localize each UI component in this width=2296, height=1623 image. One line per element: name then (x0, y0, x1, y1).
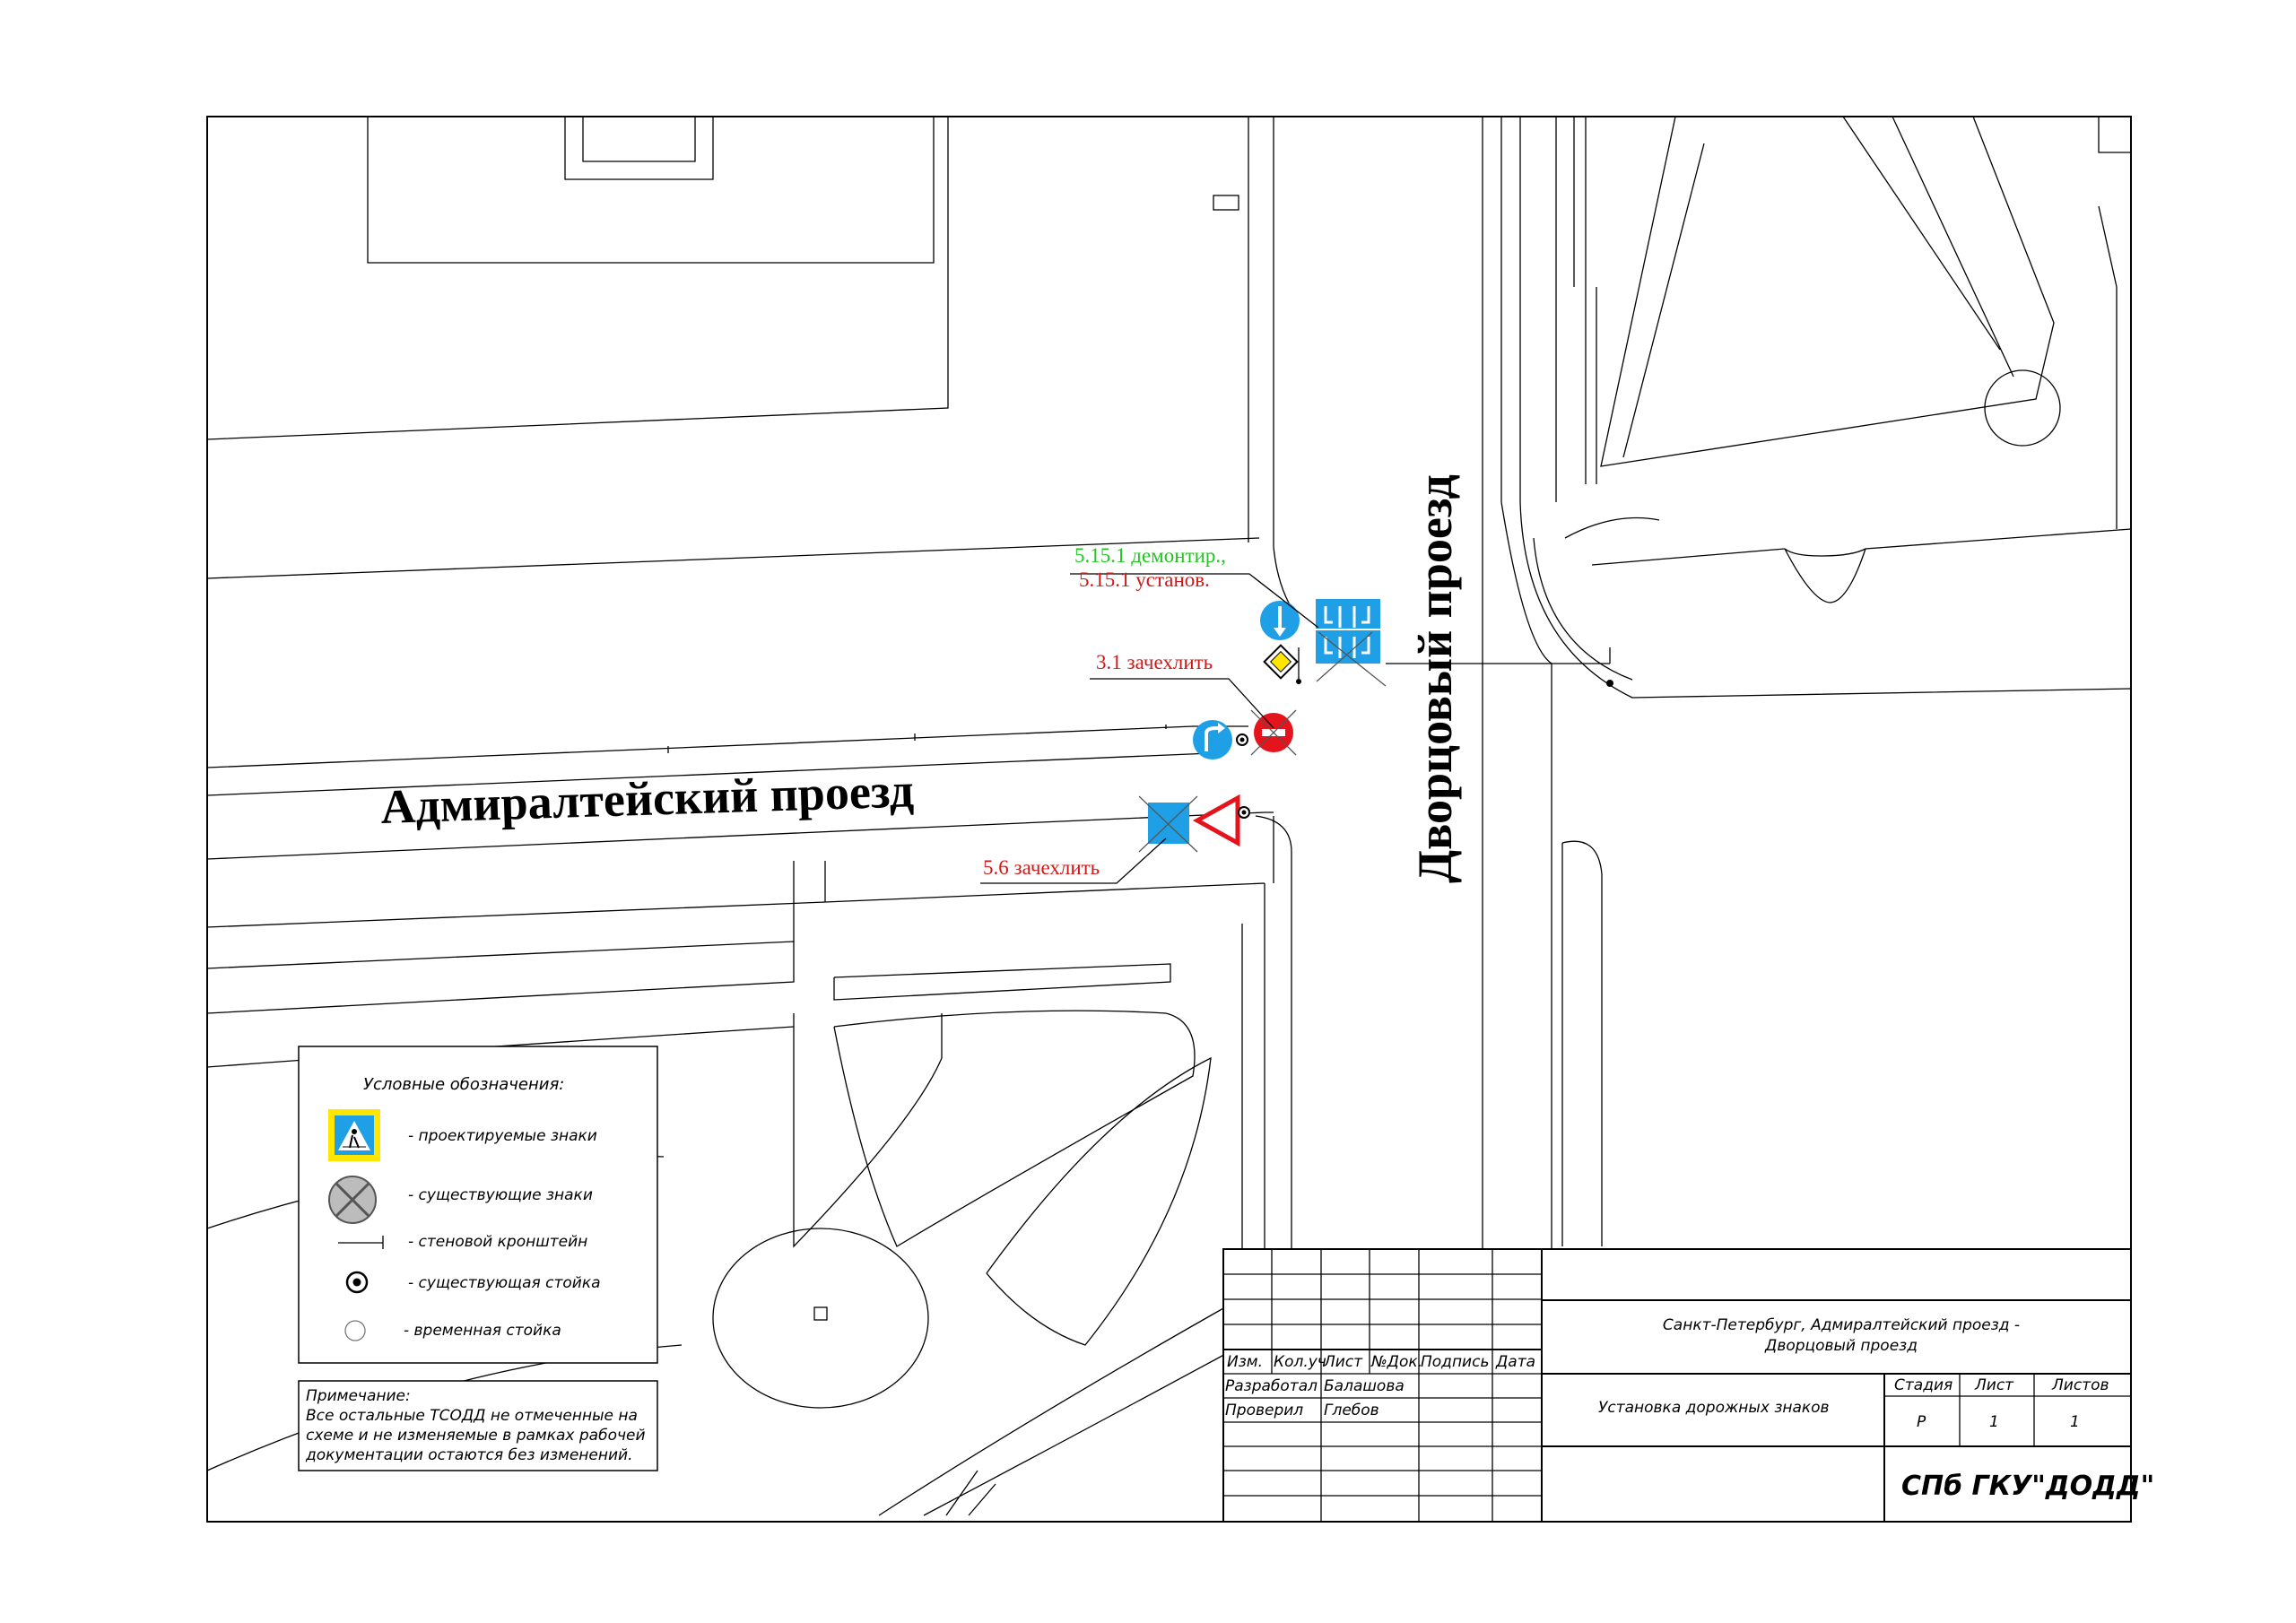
street-name-palace: Дворцовый проезд (1408, 474, 1462, 883)
drawing-frame (206, 116, 2132, 1523)
note-title: Примечание: (306, 1387, 411, 1405)
note-line-1: Все остальные ТСОДД не отмеченные на (306, 1407, 638, 1425)
label-3-1-cover: 3.1 зачехлить (1096, 651, 1213, 673)
legend-box: Условные обозначения: - проектируемые зн… (298, 1046, 658, 1364)
checked-label: Проверил (1225, 1402, 1303, 1419)
note-box: Примечание: Все остальные ТСОДД не отмеч… (298, 1380, 658, 1471)
projected-sign-icon (328, 1109, 380, 1161)
legend-title: Условные обозначения: (363, 1075, 564, 1094)
work-title: Установка дорожных знаков (1598, 1399, 1830, 1417)
header-date: Дата (1495, 1353, 1535, 1371)
sheet-value: 1 (1989, 1413, 1999, 1431)
project-line-1: Санкт-Петербург, Адмиралтейский проезд - (1663, 1316, 2020, 1334)
legend-item-wall-bracket: - стеновой кронштейн (408, 1233, 587, 1251)
existing-post-icon (345, 1271, 369, 1294)
note-line-2: схеме и не изменяемые в рамках рабочей (306, 1427, 646, 1445)
sign-4-1-turn (1193, 720, 1232, 759)
checked-name: Глебов (1324, 1402, 1379, 1419)
existing-post (1236, 733, 1248, 746)
developed-label: Разработал (1225, 1377, 1318, 1395)
wall-bracket-icon (338, 1236, 384, 1249)
street-name-admiralty: Адмиралтейский проезд (379, 763, 914, 834)
header-izm: Изм. (1227, 1353, 1263, 1371)
project-line-2: Дворцовый проезд (1764, 1337, 1918, 1355)
existing-sign-icon (328, 1176, 377, 1224)
header-signature: Подпись (1421, 1353, 1489, 1371)
legend-item-projected: - проектируемые знаки (408, 1127, 597, 1145)
sheets-label: Листов (2051, 1376, 2109, 1394)
sign-2-1-main-road (1263, 644, 1301, 684)
note-line-3: документации остаются без изменений. (305, 1446, 632, 1464)
sign-1-yield-triangle (1192, 794, 1240, 847)
sign-5-15-1-install (1309, 599, 1387, 687)
label-5-15-1-install: 5.15.1 установ. (1079, 568, 1210, 591)
legend-item-existing-sign: - существующие знаки (408, 1186, 593, 1204)
stage-value: Р (1917, 1413, 1926, 1431)
sign-3-1-no-entry (1250, 709, 1297, 756)
sheets-value: 1 (2070, 1413, 2080, 1431)
legend-item-temporary-post: - временная стойка (404, 1322, 561, 1340)
stage-label: Стадия (1894, 1376, 1952, 1394)
sheet-label: Лист (1974, 1376, 2014, 1394)
legend-item-existing-post: - существующая стойка (408, 1274, 601, 1292)
sign-5-6-covered (1138, 795, 1198, 853)
sign-5-15-1-demontage (1260, 601, 1300, 640)
header-kol-uch: Кол.уч (1274, 1353, 1326, 1371)
existing-post-2 (1238, 806, 1250, 819)
developed-name: Балашова (1324, 1377, 1405, 1395)
wall-bracket (1606, 647, 1613, 687)
header-doc: №Док. (1370, 1353, 1422, 1371)
label-5-15-1-demontage: 5.15.1 демонтир., (1074, 544, 1226, 567)
organization-name: СПб ГКУ"ДОДД" (1901, 1471, 2154, 1502)
temporary-post-icon (344, 1320, 366, 1341)
label-5-6-cover: 5.6 зачехлить (983, 856, 1100, 879)
header-list: Лист (1323, 1353, 1363, 1371)
title-block: Изм. Кол.уч Лист №Док. Подпись Дата Разр… (1222, 1248, 2154, 1523)
